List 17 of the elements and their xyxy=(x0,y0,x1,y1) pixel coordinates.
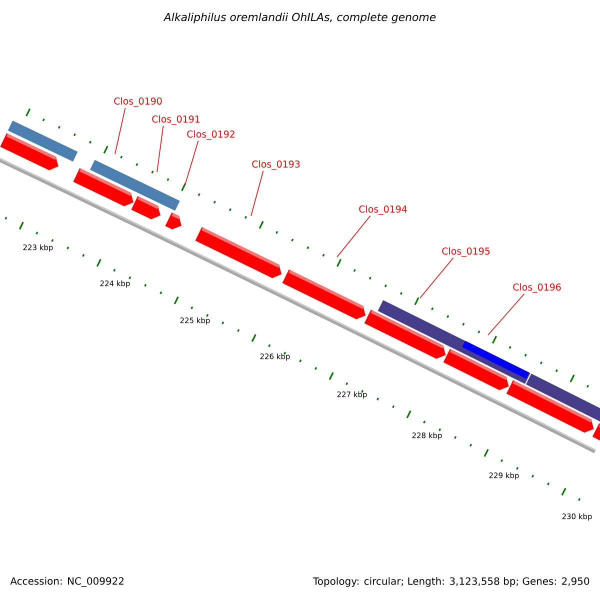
gene-label: Clos_0194 xyxy=(359,205,407,215)
leader-line xyxy=(156,126,164,172)
genome-info-text: Topology: circular; Length: 3,123,558 bp; Genes: 2,950 xyxy=(312,577,590,587)
leader-line xyxy=(250,170,264,216)
gene-label: Clos_0190 xyxy=(114,97,162,107)
accession-text: Accession: NC_009922 xyxy=(10,577,124,587)
leader-line xyxy=(114,108,126,154)
gene-label: Clos_0191 xyxy=(152,115,200,125)
title: Alkaliphilus oremlandii OhILAs, complete genome xyxy=(163,12,436,24)
leader-line xyxy=(184,140,199,186)
gene-label: Clos_0196 xyxy=(513,283,561,293)
gene-label: Clos_0192 xyxy=(187,130,234,140)
leader-line xyxy=(488,294,525,336)
gene-label: Clos_0193 xyxy=(252,160,300,170)
leader-line xyxy=(420,258,454,298)
gene-label: Clos_0195 xyxy=(442,247,490,257)
leader-line xyxy=(336,216,371,258)
